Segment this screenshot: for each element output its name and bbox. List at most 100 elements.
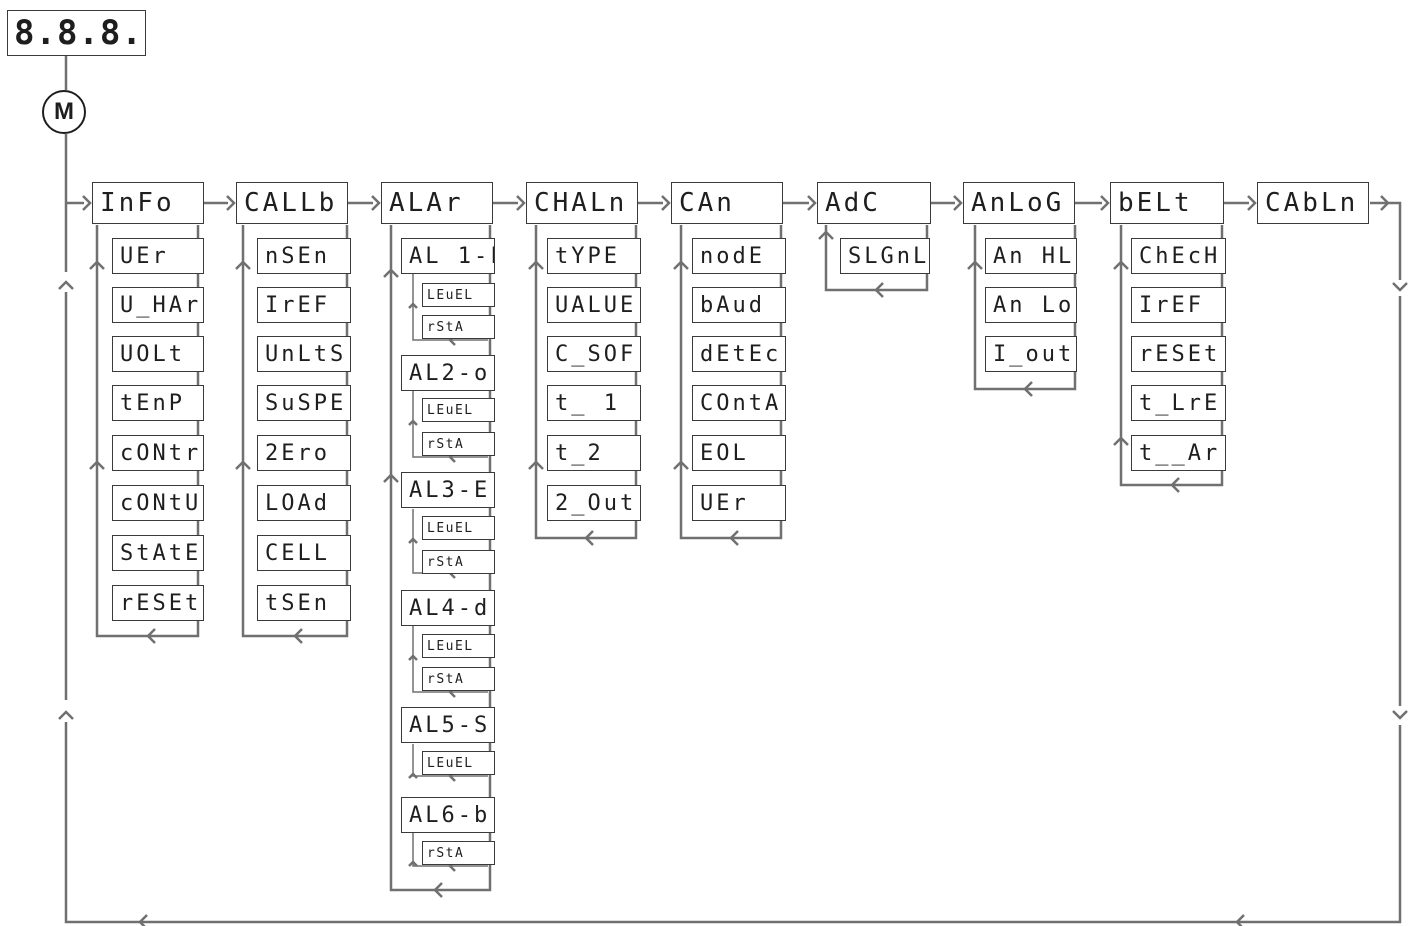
belt-loop-arrowhead-up-2 [1113, 436, 1129, 446]
menu-belt: bELt [1110, 182, 1224, 224]
menu-adc: AdC [817, 182, 931, 224]
alar-loop-arrowhead-up-2 [383, 473, 399, 483]
adc-loop-arrowhead-left [874, 282, 884, 298]
led-display: 8.8.8.8.8. [7, 10, 146, 56]
can-item-ver: UEr [692, 485, 786, 521]
alarm-1-rsta: rStA [422, 315, 495, 339]
alarm-4: AL4-d [401, 590, 495, 626]
alarm-6-rsta: rStA [422, 841, 495, 865]
alarm-subloop-arrowhead-up-1 [408, 419, 418, 426]
adc-item-signal: SLGnL [840, 238, 930, 274]
belt-item-reset: rESEt [1131, 336, 1226, 372]
info-item-contu: cONtU [112, 485, 204, 521]
menu-alar: ALAr [381, 182, 493, 224]
alarm-subloop-line-1 [412, 391, 488, 458]
m-button[interactable]: M [42, 90, 86, 134]
chain-arrowhead-6 [953, 195, 963, 211]
right-down-arrowhead-lower [1392, 710, 1408, 720]
chain-arrowhead-2 [371, 195, 381, 211]
callb-loop-arrowhead-left [293, 628, 303, 644]
can-loop-arrowhead-left [729, 530, 739, 546]
bottom-return-line [64, 722, 1402, 924]
anlog-item-anlo: An Lo [985, 287, 1077, 323]
chain-arrowhead-7 [1100, 195, 1110, 211]
chain-arrowhead-0 [82, 195, 92, 211]
chaln-item-2out: 2_Out [547, 485, 641, 521]
chaln-loop-arrowhead-left [584, 530, 594, 546]
callb-item-tsen: tSEn [257, 585, 351, 621]
alarm-5-level: LEuEL [422, 751, 495, 775]
info-loop-arrowhead-up-2 [89, 460, 105, 470]
alarm-2: AL2-o [401, 355, 495, 391]
chaln-item-csof: C_SOF [547, 336, 641, 372]
can-item-eol: EOL [692, 435, 786, 471]
alarm-subloop-arrowhead-up-2 [408, 537, 418, 544]
belt-item-iref: IrEF [1131, 287, 1226, 323]
callb-item-suspe: SuSPE [257, 385, 351, 421]
belt-item-tlre: t_LrE [1131, 385, 1226, 421]
can-item-node: nodE [692, 238, 786, 274]
cabln-exit-line [1370, 201, 1402, 280]
info-item-reset: rESEt [112, 585, 204, 621]
chaln-item-value: UALUE [547, 287, 641, 323]
callb-item-iref: IrEF [257, 287, 351, 323]
chaln-item-t2: t_2 [547, 435, 641, 471]
menu-anlog: AnLoG [963, 182, 1075, 224]
alarm-1-level: LEuEL [422, 283, 495, 307]
adc-loop-arrowhead-up [818, 230, 834, 240]
callb-item-cell: CELL [257, 535, 351, 571]
chain-arrowhead-8 [1247, 195, 1257, 211]
callb-item-load: LOAd [257, 485, 351, 521]
chain-arrowhead-1 [226, 195, 236, 211]
alarm-subloop-arrowhead-up-5 [408, 860, 418, 867]
anlog-loop-arrowhead-left [1023, 381, 1033, 397]
chaln-item-t1: t_ 1 [547, 385, 641, 421]
belt-loop-arrowhead-up [1113, 260, 1129, 270]
chaln-loop-arrowhead-up [528, 260, 544, 270]
info-item-vhar: U_HAr [112, 287, 204, 323]
alarm-3: AL3-E [401, 472, 495, 508]
alarm-2-level: LEuEL [422, 398, 495, 422]
alar-loop-arrowhead-left [433, 882, 443, 898]
chaln-loop-arrowhead-up-2 [528, 460, 544, 470]
alarm-3-level: LEuEL [422, 516, 495, 540]
info-loop-arrowhead-left [146, 628, 156, 644]
anlog-loop-arrowhead-up [967, 260, 983, 270]
can-item-baud: bAud [692, 287, 786, 323]
menu-info: InFo [92, 182, 204, 224]
callb-item-zero: 2Ero [257, 435, 351, 471]
alarm-5: AL5-S [401, 707, 495, 743]
info-item-contr: cONtr [112, 435, 204, 471]
menu-callb: CALLb [236, 182, 348, 224]
callb-loop-arrowhead-up [235, 260, 251, 270]
callb-item-nsen: nSEn [257, 238, 351, 274]
alar-loop-arrowhead-up [383, 268, 399, 278]
info-loop-arrowhead-up [89, 260, 105, 270]
info-item-ver: UEr [112, 238, 204, 274]
chain-arrowhead-5 [807, 195, 817, 211]
alarm-4-rsta: rStA [422, 667, 495, 691]
can-item-conta: COntA [692, 385, 786, 421]
alarm-3-rsta: rStA [422, 550, 495, 574]
alarm-6: AL6-b [401, 797, 495, 833]
left-up-arrowhead [58, 710, 74, 720]
info-item-state: StAtE [112, 535, 204, 571]
info-item-volt: UOLt [112, 336, 204, 372]
chaln-item-type: tYPE [547, 238, 641, 274]
alarm-subloop-arrowhead-up-4 [408, 772, 418, 779]
info-item-temp: tEnP [112, 385, 204, 421]
can-item-detec: dEtEc [692, 336, 786, 372]
belt-item-tar: t__Ar [1131, 435, 1226, 471]
can-loop-arrowhead-up [673, 260, 689, 270]
callb-loop-arrowhead-up-2 [235, 460, 251, 470]
alarm-1: AL 1-F [401, 238, 495, 274]
anlog-item-anhl: An HL [985, 238, 1077, 274]
cabln-exit-arrowhead [1380, 195, 1390, 211]
menu-can: CAn [671, 182, 783, 224]
alarm-subloop-line-4 [412, 744, 488, 777]
alarm-subloop-arrowhead-up-3 [408, 654, 418, 661]
alarm-subloop-line-3 [412, 626, 488, 693]
chain-arrowhead-3 [516, 195, 526, 211]
alarm-2-rsta: rStA [422, 432, 495, 456]
